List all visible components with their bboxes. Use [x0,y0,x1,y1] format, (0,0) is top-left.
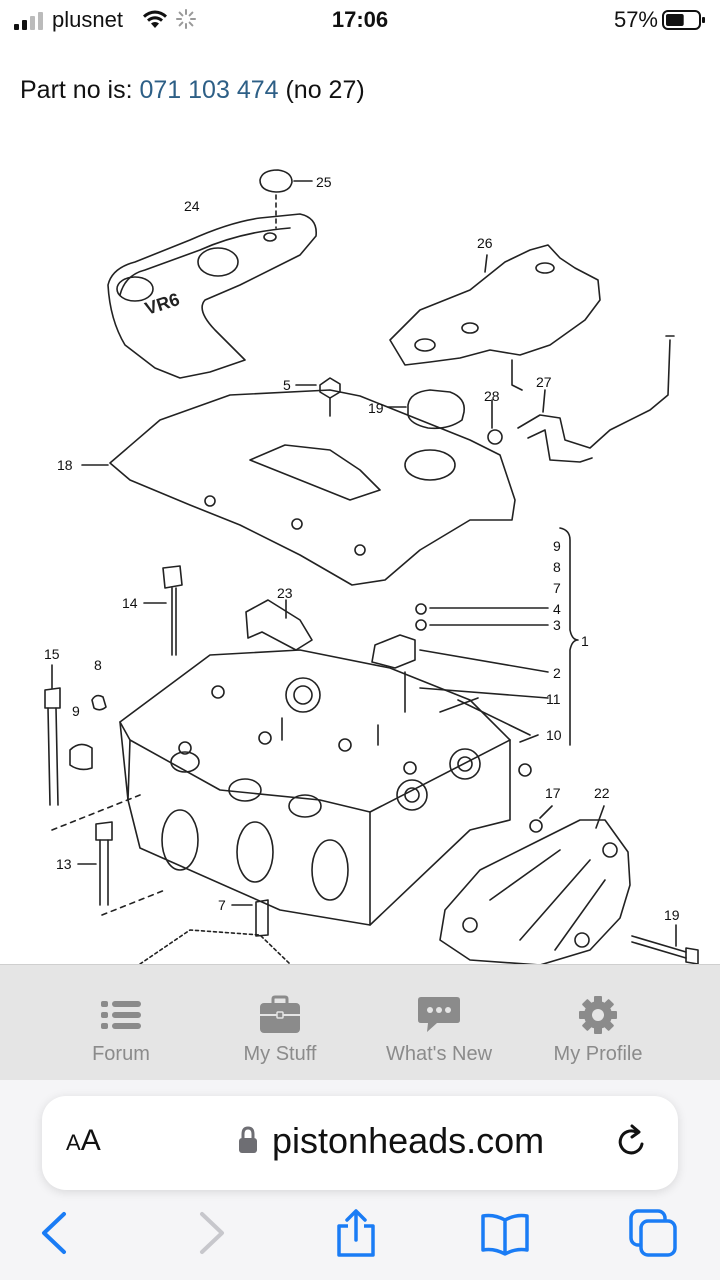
forum-bottom-nav: Forum My Stuff What's New [0,964,720,1080]
svg-text:2: 2 [553,665,561,681]
svg-text:15: 15 [44,646,60,662]
post-suffix: (no 27) [278,76,365,104]
svg-text:10: 10 [546,727,562,743]
svg-text:13: 13 [56,856,72,872]
svg-text:26: 26 [477,235,493,251]
svg-text:22: 22 [594,785,610,801]
forward-icon[interactable] [186,1208,236,1258]
bookmarks-icon[interactable] [480,1208,530,1258]
svg-text:17: 17 [545,785,561,801]
svg-text:19: 19 [664,907,680,923]
chat-bubble-icon [418,997,460,1032]
svg-text:1: 1 [581,633,589,649]
svg-text:4: 4 [553,601,561,617]
svg-text:7: 7 [218,897,226,913]
wifi-icon [143,10,167,28]
part-23-bracket [245,599,313,651]
browser-chrome: AA pistonheads.com [0,1080,720,1280]
svg-text:28: 28 [484,388,500,404]
post-text: Part no is: 071 103 474 (no 27) [20,76,365,105]
svg-text:8: 8 [94,657,102,673]
activity-spinner-icon [176,9,196,29]
cellular-signal-icon [14,12,43,30]
battery-icon [662,10,705,30]
part-24-engine-cover: VR6 [107,213,317,379]
svg-text:19: 19 [368,400,384,416]
part-19-bracket [439,805,631,964]
status-bar: plusnet 17:06 57% [0,0,720,42]
callout-bracket [371,527,579,746]
svg-text:14: 14 [122,595,138,611]
nav-forum[interactable]: Forum [41,995,201,1066]
nav-forum-label: Forum [92,1043,150,1065]
svg-text:18: 18 [57,457,73,473]
part-22-bolt [631,924,699,964]
gasket-edge [139,929,291,964]
url-domain: pistonheads.com [272,1120,545,1161]
part-16-valve-cover [81,389,516,586]
text-size-button[interactable]: AA [66,1124,101,1157]
tabs-icon[interactable] [628,1208,678,1258]
svg-text:9: 9 [553,538,561,554]
nav-whats-new[interactable]: What's New [359,995,519,1066]
svg-text:5: 5 [283,377,291,393]
reload-icon[interactable] [612,1122,652,1162]
part-7-dowel [231,899,269,937]
part-17-filler-cap [387,389,466,430]
svg-text:24: 24 [184,198,200,214]
part-25-belt-cover [389,244,601,391]
post-prefix: Part no is: [20,76,140,104]
share-icon[interactable] [331,1208,381,1258]
nav-my-stuff[interactable]: My Stuff [200,995,360,1066]
bolts-and-seals [44,565,183,916]
parts-diagram-image[interactable]: VR6 [0,150,720,964]
svg-text:8: 8 [553,559,561,575]
svg-text:23: 23 [277,585,293,601]
part-5-bolt [295,377,341,417]
part-26-cap [259,169,313,229]
address-bar[interactable]: AA pistonheads.com [42,1096,678,1190]
svg-text:VR6: VR6 [142,289,181,319]
cylinder-head [119,649,539,926]
nav-my-profile[interactable]: My Profile [518,995,678,1066]
part-27-breather-hose [487,335,675,463]
carrier-name: plusnet [52,7,123,32]
nav-my-stuff-label: My Stuff [243,1043,317,1065]
part-number-link[interactable]: 071 103 474 [139,76,279,104]
battery-percentage: 57% [613,7,658,32]
svg-text:11: 11 [546,691,561,707]
gear-icon [579,996,617,1034]
nav-my-profile-label: My Profile [553,1043,643,1065]
svg-text:9: 9 [72,703,80,719]
lock-icon [239,1126,257,1153]
svg-text:27: 27 [536,374,552,390]
svg-text:25: 25 [316,174,332,190]
back-icon[interactable] [30,1208,80,1258]
nav-whats-new-label: What's New [385,1043,493,1065]
clock: 17:06 [331,7,389,32]
briefcase-icon [260,995,300,1033]
list-icon [101,1001,141,1029]
svg-text:3: 3 [553,617,561,633]
svg-text:7: 7 [553,580,561,596]
